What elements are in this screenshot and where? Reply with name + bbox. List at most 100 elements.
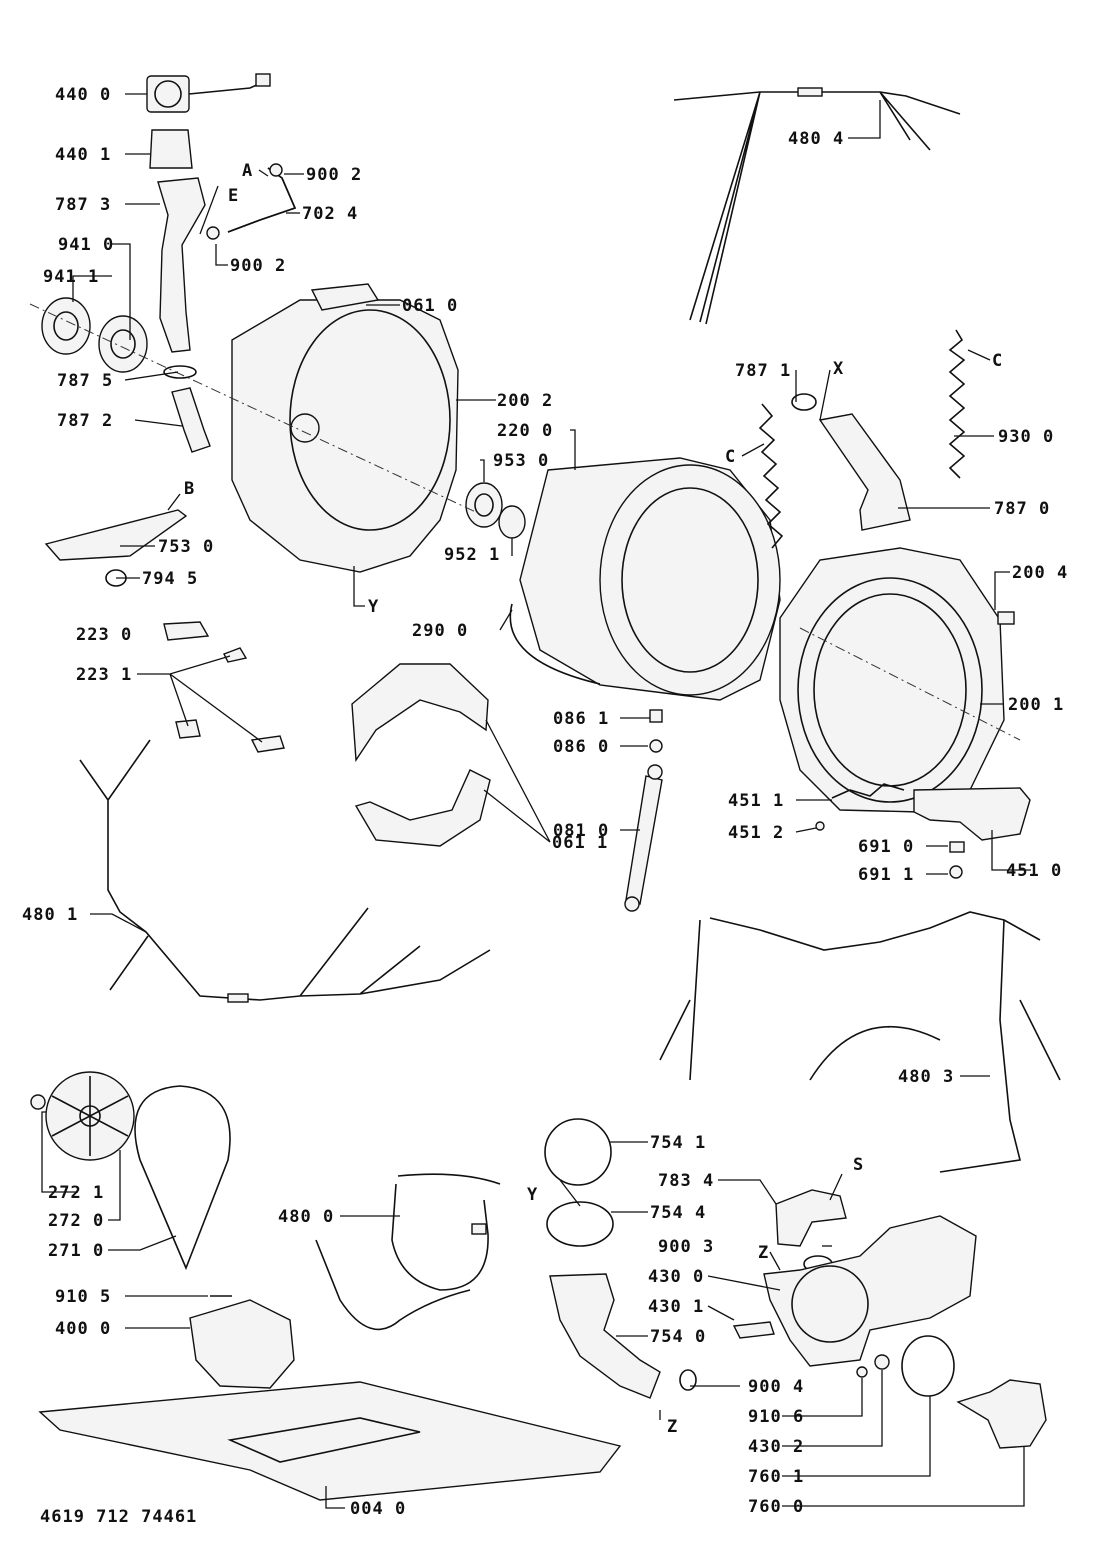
pump-part bbox=[763, 1215, 977, 1367]
marker-letter: A bbox=[242, 161, 253, 181]
callout-label: 753 0 bbox=[158, 537, 214, 557]
callout-label: 691 1 bbox=[858, 865, 914, 885]
callout-label: 787 3 bbox=[55, 195, 111, 215]
disc-754-1-part bbox=[544, 1118, 612, 1186]
nut-691-1 bbox=[949, 865, 963, 879]
marker-letter: C bbox=[725, 447, 736, 467]
callout-label: 783 4 bbox=[658, 1171, 714, 1191]
callout-label: 271 0 bbox=[48, 1241, 104, 1261]
counterweight-lower-part bbox=[354, 769, 491, 847]
marker-letter: B bbox=[184, 479, 195, 499]
callout-label: 272 0 bbox=[48, 1211, 104, 1231]
callout-label: 451 1 bbox=[728, 791, 784, 811]
callout-label: 787 5 bbox=[57, 371, 113, 391]
seal-952-1-part bbox=[498, 505, 526, 539]
connection-markers: A E B Y C X C Y S Z Z bbox=[184, 161, 1003, 1437]
callout-label: 200 2 bbox=[497, 391, 553, 411]
callout-label: 440 0 bbox=[55, 85, 111, 105]
part-223-1a bbox=[223, 647, 248, 663]
leader-lines bbox=[41, 93, 1031, 1509]
part-910-6 bbox=[856, 1366, 868, 1378]
bearing-941-1-part bbox=[41, 297, 91, 355]
callout-label: 900 3 bbox=[658, 1237, 714, 1257]
callout-label: 900 4 bbox=[748, 1377, 804, 1397]
bellows-787-0-part bbox=[818, 413, 911, 531]
axis-line-rear bbox=[29, 303, 481, 515]
callout-label: 290 0 bbox=[412, 621, 468, 641]
bellows-787-2-part bbox=[171, 387, 211, 453]
heater-bracket-451-1 bbox=[831, 783, 905, 799]
callout-label: 451 2 bbox=[728, 823, 784, 843]
document-number: 4619 712 74461 bbox=[40, 1507, 197, 1527]
clamp-787-1-part bbox=[791, 393, 817, 411]
spring-930-0-part bbox=[948, 329, 966, 479]
part-691-0 bbox=[949, 841, 965, 853]
part-drawings bbox=[29, 73, 1061, 1501]
callout-label: 200 4 bbox=[1012, 563, 1068, 583]
marker-letter: C bbox=[992, 351, 1003, 371]
spring-c-part bbox=[758, 403, 784, 549]
callout-label: 691 0 bbox=[858, 837, 914, 857]
callout-label: 900 2 bbox=[230, 256, 286, 276]
callout-label: 754 0 bbox=[650, 1327, 706, 1347]
belt-290-0-part bbox=[509, 603, 601, 685]
filter-760-0-part bbox=[956, 1379, 1047, 1449]
callout-label: 480 4 bbox=[788, 129, 844, 149]
base-plate-part bbox=[38, 1381, 622, 1501]
part-430-2 bbox=[874, 1354, 890, 1370]
callout-label: 910 6 bbox=[748, 1407, 804, 1427]
callout-label: 400 0 bbox=[55, 1319, 111, 1339]
harness-480-4-part bbox=[673, 91, 961, 325]
marker-letter: S bbox=[853, 1155, 864, 1175]
detergent-hose-part bbox=[157, 177, 206, 353]
callout-label: 480 3 bbox=[898, 1067, 954, 1087]
harness-480-1-part bbox=[79, 739, 491, 1001]
callout-label: 004 0 bbox=[350, 1499, 406, 1519]
callout-label: 480 1 bbox=[22, 905, 78, 925]
callout-label: 272 1 bbox=[48, 1183, 104, 1203]
callout-label: 220 0 bbox=[497, 421, 553, 441]
harness-480-3-part bbox=[659, 911, 1061, 1173]
ring-787-5-part bbox=[163, 365, 197, 379]
callout-label: 223 1 bbox=[76, 665, 132, 685]
bolt-086-0 bbox=[649, 739, 663, 753]
ring-760-1-part bbox=[901, 1335, 955, 1397]
marker-letter: Z bbox=[667, 1417, 678, 1437]
counterweight-upper-part bbox=[351, 663, 489, 763]
heater-part bbox=[913, 787, 1031, 841]
callout-label: 440 1 bbox=[55, 145, 111, 165]
marker-letter: E bbox=[228, 186, 239, 206]
callout-label: 760 0 bbox=[748, 1497, 804, 1517]
rear-tub-part bbox=[231, 299, 459, 573]
callout-label: 081 0 bbox=[553, 821, 609, 841]
callout-label: 061 0 bbox=[402, 296, 458, 316]
callout-label: 900 2 bbox=[306, 165, 362, 185]
fan-part bbox=[146, 73, 271, 113]
callout-label: 451 0 bbox=[1006, 861, 1062, 881]
part-223-1b bbox=[175, 719, 201, 739]
clamp-900-4-part bbox=[679, 1369, 697, 1391]
callout-label: 930 0 bbox=[998, 427, 1054, 447]
belt-271-0-part bbox=[134, 1085, 231, 1271]
callout-label: 223 0 bbox=[76, 625, 132, 645]
part-430-1 bbox=[732, 1321, 775, 1339]
part-223-0 bbox=[163, 621, 210, 641]
callout-label: 061 1 bbox=[552, 833, 608, 853]
harness-480-0-part bbox=[315, 1173, 501, 1331]
part-200-4 bbox=[997, 611, 1015, 625]
callout-label: 941 0 bbox=[58, 235, 114, 255]
ring-754-4-part bbox=[546, 1201, 614, 1247]
callout-label: 941 1 bbox=[43, 267, 99, 287]
callout-label: 086 1 bbox=[553, 709, 609, 729]
marker-letter: Z bbox=[758, 1243, 769, 1263]
motor-part bbox=[189, 1299, 295, 1389]
callout-label: 086 0 bbox=[553, 737, 609, 757]
nut-272-1 bbox=[30, 1094, 46, 1110]
part-086-1 bbox=[649, 709, 663, 723]
shock-absorber-part bbox=[625, 775, 663, 905]
callout-label: 702 4 bbox=[302, 204, 358, 224]
screw-451-2 bbox=[815, 821, 825, 831]
callout-label: 754 1 bbox=[650, 1133, 706, 1153]
callout-label: 910 5 bbox=[55, 1287, 111, 1307]
